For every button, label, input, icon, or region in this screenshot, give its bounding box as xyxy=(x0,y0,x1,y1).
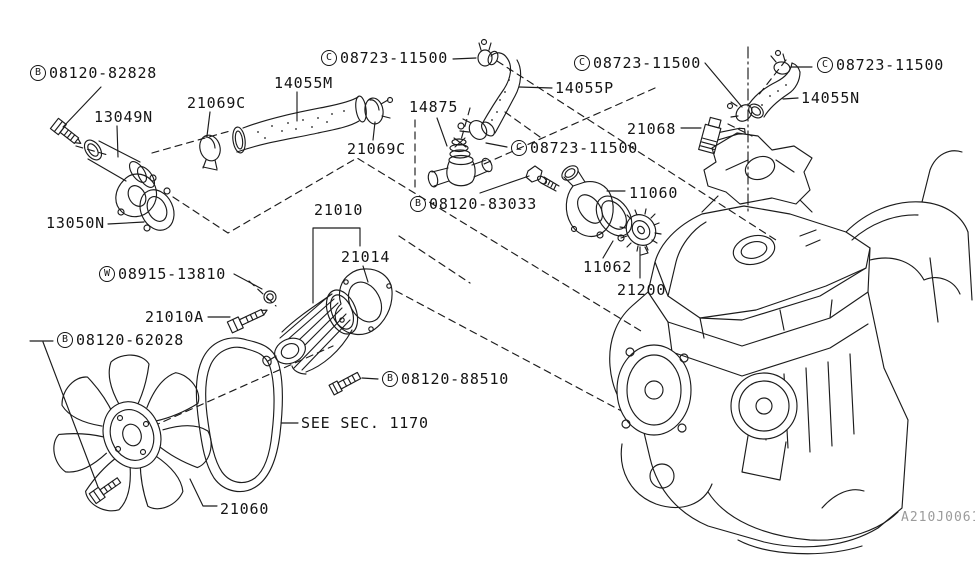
callout-c-08723-11500-1: C 08723-11500 xyxy=(321,49,448,67)
engine-block-drawing xyxy=(609,132,973,555)
part-number: 21014 xyxy=(341,248,391,266)
callout-21060: 21060 xyxy=(220,500,269,518)
part-number: 14875 xyxy=(409,98,459,116)
part-number: 11062 xyxy=(583,258,633,276)
part-number: 14055P xyxy=(555,79,614,97)
part-number: 08723-11500 xyxy=(836,56,945,74)
gasket-13050n-drawing xyxy=(139,187,175,232)
prefix-circle-c: C xyxy=(817,57,833,73)
water-inlet-13049n-drawing xyxy=(83,139,158,218)
callout-b-08120-88510: B 08120-88510 xyxy=(382,370,509,388)
part-number: 14055M xyxy=(274,74,333,92)
part-number: 11060 xyxy=(629,184,679,202)
callout-21010a: 21010A xyxy=(145,308,204,326)
part-number: 21060 xyxy=(220,500,270,518)
callout-w-08915-13810: W 08915-13810 xyxy=(99,265,226,283)
part-number: 21010 xyxy=(314,201,364,219)
callout-21069c-1: 21069C xyxy=(187,94,246,112)
diagram-ref-code: A210J0061 xyxy=(901,510,975,525)
part-number: 21068 xyxy=(627,120,677,138)
callout-21010: 21010 xyxy=(314,201,363,219)
part-number: 08723-11500 xyxy=(593,54,702,72)
part-number: 21069C xyxy=(187,94,246,112)
bolt-08120-88510-drawing xyxy=(328,371,362,396)
part-number: 21010A xyxy=(145,308,204,326)
prefix-circle-c: C xyxy=(321,50,337,66)
prefix-circle-b: B xyxy=(382,371,398,387)
water-valve-14875-drawing xyxy=(427,138,493,188)
callout-14875: 14875 xyxy=(409,98,458,116)
prefix-circle-b: B xyxy=(57,332,73,348)
clamp-21069c-2-drawing xyxy=(364,96,394,125)
clamp-08723-3-drawing xyxy=(770,49,791,75)
part-number: 21069C xyxy=(347,140,406,158)
clamp-21069c-1-drawing xyxy=(199,134,221,171)
callout-c-08723-11500-4: C 08723-11500 xyxy=(511,139,638,157)
part-number: 13049N xyxy=(94,108,153,126)
prefix-circle-c: C xyxy=(511,140,527,156)
hose-14055n-drawing xyxy=(748,62,801,119)
part-number: 08120-88510 xyxy=(401,370,510,388)
callout-14055m: 14055M xyxy=(274,74,333,92)
callout-b-08120-83033: B 08120-83033 xyxy=(410,195,537,213)
water-outlet-11060-drawing xyxy=(561,165,614,239)
callout-11062: 11062 xyxy=(583,258,632,276)
cooling-fan-drawing xyxy=(53,354,212,512)
callout-14055n: 14055N xyxy=(801,89,860,107)
callout-13050n: 13050N xyxy=(46,214,105,232)
part-number: 08120-82828 xyxy=(49,64,158,82)
part-number: 14055N xyxy=(801,89,860,107)
part-number: 08915-13810 xyxy=(118,265,227,283)
gasket-21014-drawing xyxy=(334,268,393,336)
part-number: 08120-62028 xyxy=(76,331,185,349)
prefix-circle-b: B xyxy=(410,196,426,212)
part-number: 08120-83033 xyxy=(429,195,538,213)
hose-14055m-drawing xyxy=(232,95,367,154)
hose-14055p-drawing xyxy=(481,50,522,137)
callout-13049n: 13049N xyxy=(94,108,153,126)
callout-21069c-2: 21069C xyxy=(347,140,406,158)
part-number: 13050N xyxy=(46,214,105,232)
part-number: 21200 xyxy=(617,281,667,299)
fan-belt-21060-drawing xyxy=(195,337,283,493)
water-pump-21010-drawing xyxy=(262,289,359,375)
see-section-text: SEE SEC. 1170 xyxy=(301,414,429,432)
bolt-08120-83033-drawing xyxy=(525,165,560,192)
callout-b-08120-82828: B 08120-82828 xyxy=(30,64,157,82)
clamp-08723-2-drawing xyxy=(726,101,753,122)
washer-08915-13810-drawing xyxy=(263,290,277,304)
leader-lines xyxy=(29,57,813,507)
clamp-08723-4-drawing xyxy=(457,118,488,140)
part-number: 08723-11500 xyxy=(530,139,639,157)
callout-c-08723-11500-3: C 08723-11500 xyxy=(817,56,944,74)
bolt-08120-82828-drawing xyxy=(49,117,82,145)
callout-14055p: 14055P xyxy=(555,79,614,97)
callout-c-08723-11500-2: C 08723-11500 xyxy=(574,54,701,72)
bolt-21010a-drawing xyxy=(226,308,268,334)
part-number: 08723-11500 xyxy=(340,49,449,67)
thermostat-21200-drawing xyxy=(619,208,662,256)
callout-see-sec-1170: SEE SEC. 1170 xyxy=(301,414,429,432)
callout-21014: 21014 xyxy=(341,248,390,266)
callout-21068: 21068 xyxy=(627,120,676,138)
prefix-circle-b: B xyxy=(30,65,46,81)
callout-21200: 21200 xyxy=(617,281,666,299)
bolt-08120-62028-drawing xyxy=(88,477,122,505)
callout-b-08120-62028: B 08120-62028 xyxy=(57,331,184,349)
prefix-circle-w: W xyxy=(99,266,115,282)
clamp-08723-1-drawing xyxy=(477,38,493,67)
prefix-circle-c: C xyxy=(574,55,590,71)
callout-11060: 11060 xyxy=(629,184,678,202)
sensor-21068-drawing xyxy=(698,116,746,155)
